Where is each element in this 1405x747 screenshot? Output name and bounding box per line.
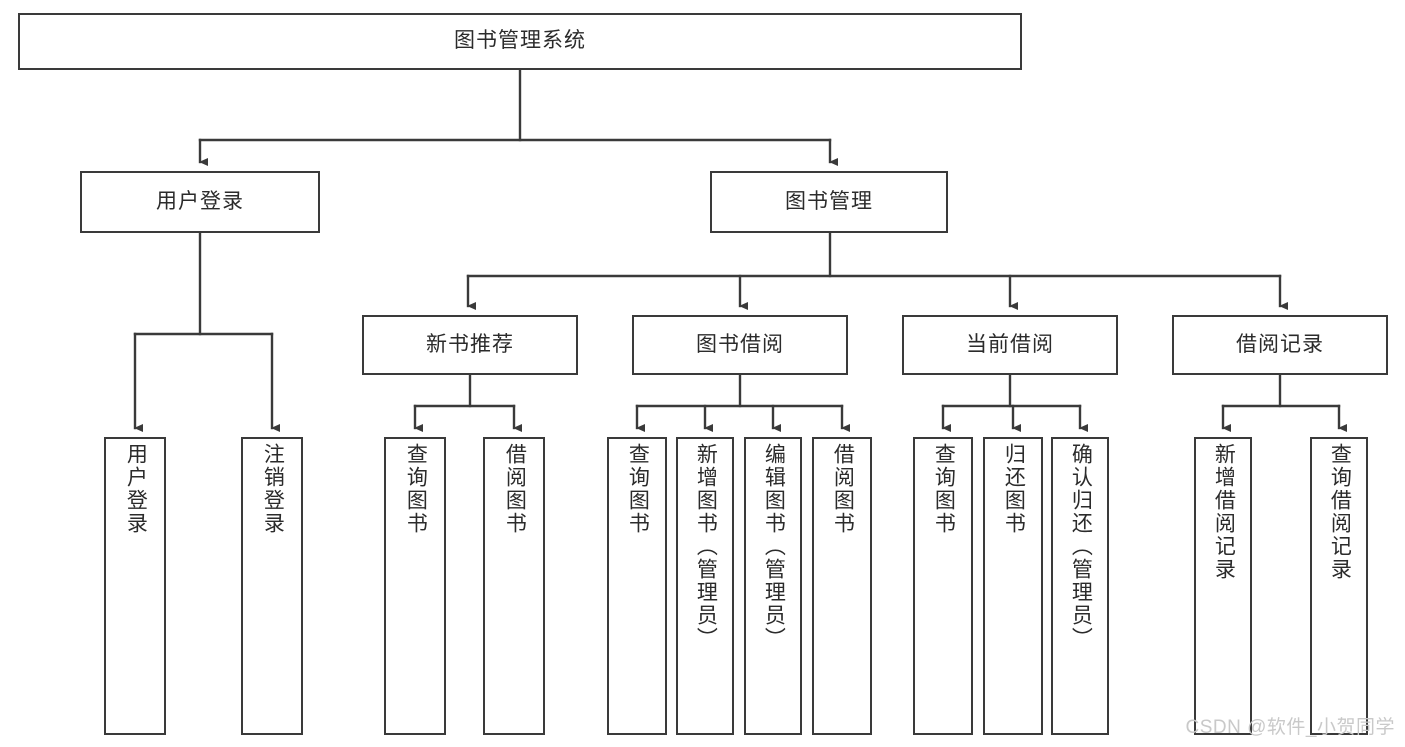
leaf-query-book-newbook[interactable]: 查询图书 [384, 437, 446, 735]
node-current-borrow[interactable]: 当前借阅 [902, 315, 1118, 375]
node-label: 图书借阅 [696, 332, 784, 356]
node-label: 查询图书 [404, 443, 428, 535]
node-borrow-record[interactable]: 借阅记录 [1172, 315, 1388, 375]
node-label: 当前借阅 [966, 332, 1054, 356]
node-label: 编辑图书（管理员） [762, 443, 786, 650]
node-book-borrow[interactable]: 图书借阅 [632, 315, 848, 375]
node-label: 新增图书（管理员） [694, 443, 718, 650]
node-label: 查询图书 [626, 443, 650, 535]
node-label: 用户登录 [124, 443, 148, 535]
leaf-edit-book-admin[interactable]: 编辑图书（管理员） [744, 437, 802, 735]
node-label: 用户登录 [156, 189, 244, 213]
node-new-book-recommend[interactable]: 新书推荐 [362, 315, 578, 375]
leaf-return-book[interactable]: 归还图书 [983, 437, 1043, 735]
node-label: 查询借阅记录 [1328, 443, 1352, 581]
node-label: 借阅记录 [1236, 332, 1324, 356]
node-label: 注销登录 [261, 443, 285, 535]
leaf-query-book-borrow[interactable]: 查询图书 [607, 437, 667, 735]
leaf-confirm-return-admin[interactable]: 确认归还（管理员） [1051, 437, 1109, 735]
node-label: 借阅图书 [831, 443, 855, 535]
node-label: 图书管理 [785, 189, 873, 213]
node-label: 新增借阅记录 [1212, 443, 1236, 581]
node-label: 归还图书 [1002, 443, 1026, 535]
node-label: 图书管理系统 [454, 29, 586, 53]
node-label: 查询图书 [932, 443, 956, 535]
leaf-query-book-current[interactable]: 查询图书 [913, 437, 973, 735]
leaf-query-borrow-record[interactable]: 查询借阅记录 [1310, 437, 1368, 735]
leaf-add-borrow-record[interactable]: 新增借阅记录 [1194, 437, 1252, 735]
node-label: 借阅图书 [503, 443, 527, 535]
leaf-logout[interactable]: 注销登录 [241, 437, 303, 735]
node-label: 确认归还（管理员） [1069, 443, 1093, 650]
node-label: 新书推荐 [426, 332, 514, 356]
leaf-user-login[interactable]: 用户登录 [104, 437, 166, 735]
node-book-management[interactable]: 图书管理 [710, 171, 948, 233]
leaf-borrow-book-newbook[interactable]: 借阅图书 [483, 437, 545, 735]
leaf-add-book-admin[interactable]: 新增图书（管理员） [676, 437, 734, 735]
leaf-borrow-book[interactable]: 借阅图书 [812, 437, 872, 735]
node-user-login[interactable]: 用户登录 [80, 171, 320, 233]
node-root-system[interactable]: 图书管理系统 [18, 13, 1022, 70]
